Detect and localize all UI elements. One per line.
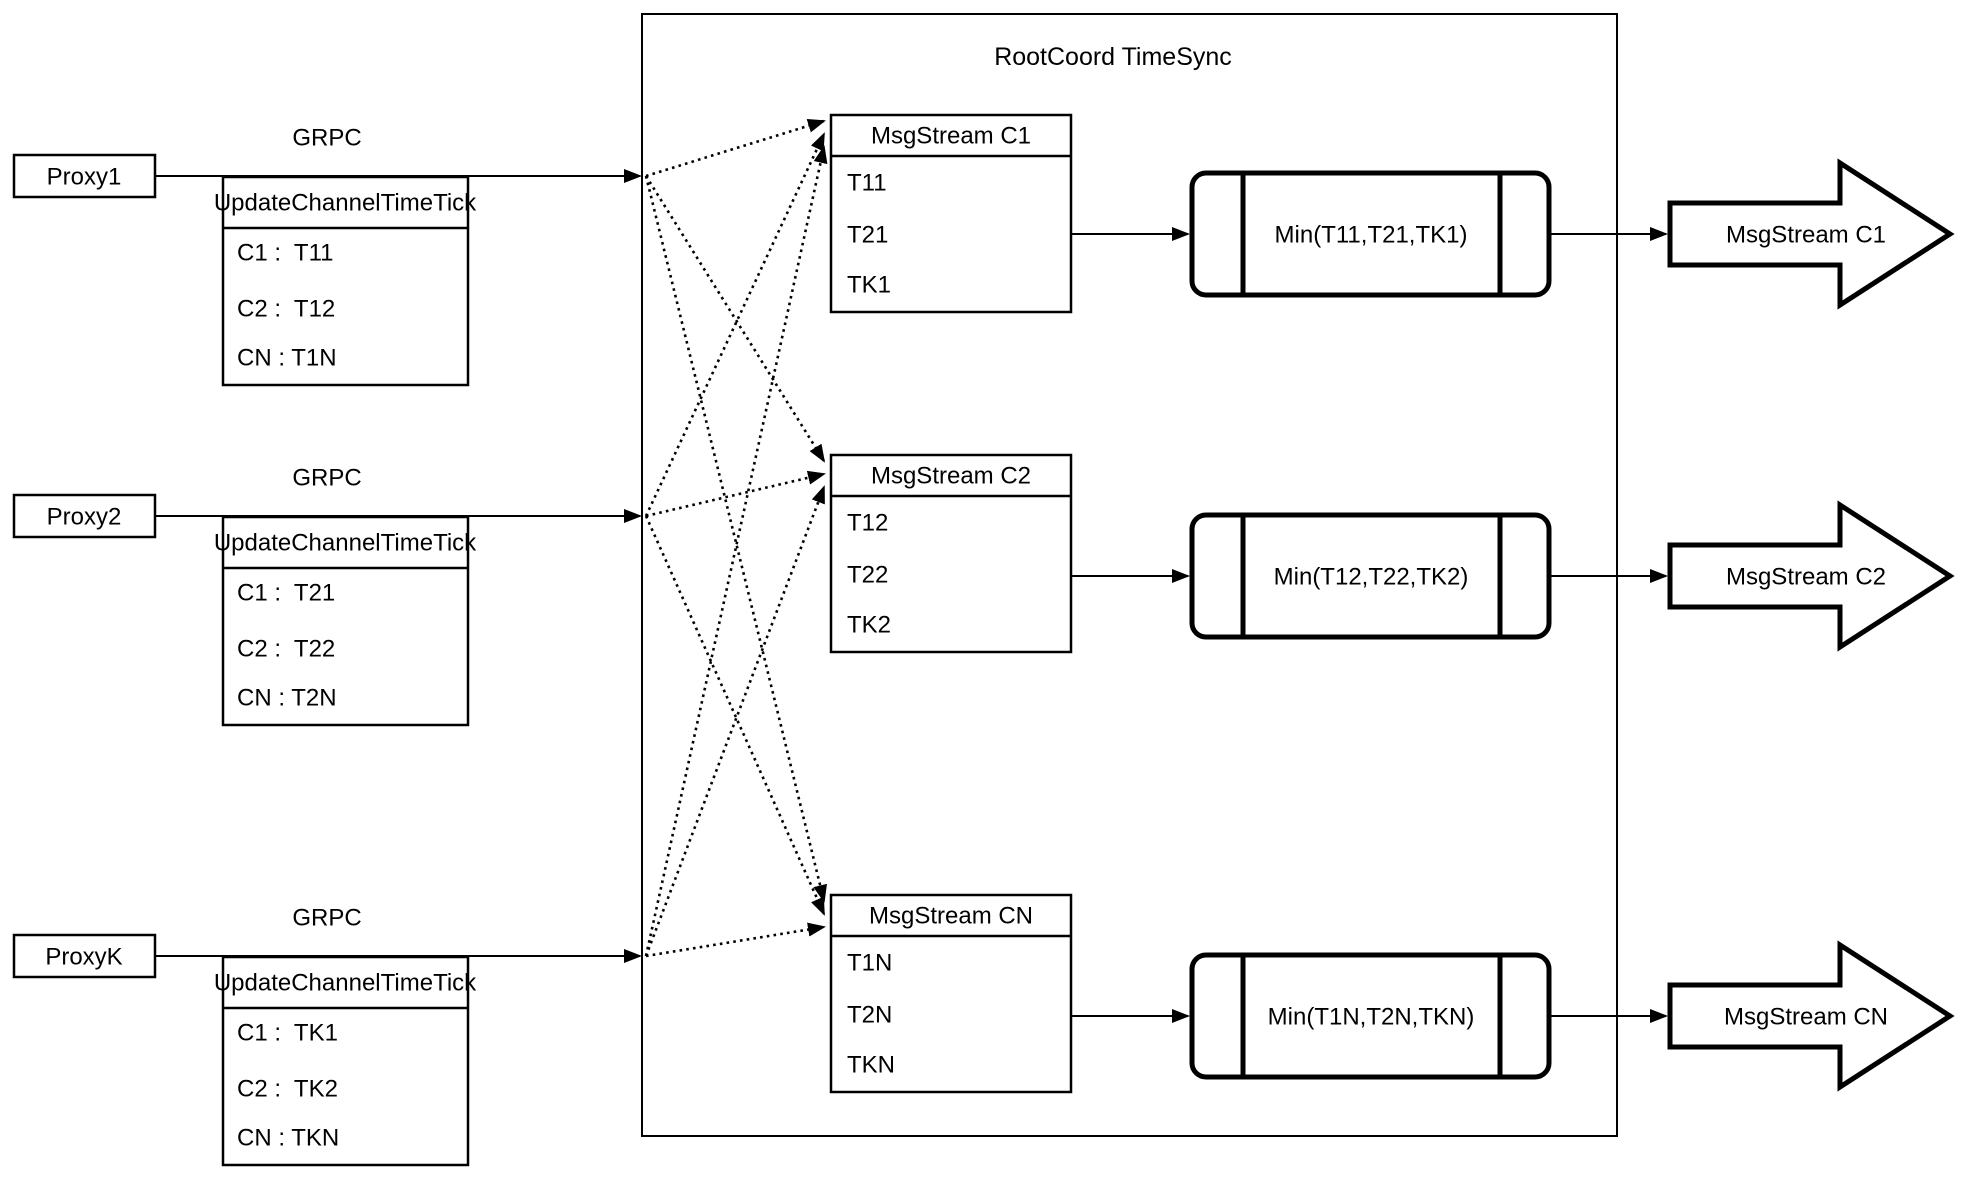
proxy-label: ProxyK xyxy=(45,944,122,971)
update-channel-timetick-table: UpdateChannelTimeTick C1 : TK1 C2 : TK2 … xyxy=(214,955,477,1167)
block-arrow-shape xyxy=(1667,500,1955,652)
request-table-border xyxy=(221,955,470,1167)
request-entry: C1 : TK1 xyxy=(237,1020,338,1047)
request-entry: C2 : T12 xyxy=(237,296,335,323)
dotted-arrow-p2-c2 xyxy=(645,470,826,518)
row-proxy2: Proxy2 GRPC UpdateChannelTimeTick C1 : T… xyxy=(12,453,1955,727)
min-label: Min(T11,T21,TK1) xyxy=(1275,222,1468,249)
request-table-title: UpdateChannelTimeTick xyxy=(214,530,477,557)
output-stream-label: MsgStream C2 xyxy=(1726,564,1886,591)
output-stream-c1: MsgStream C1 xyxy=(1667,158,1955,310)
request-table-border xyxy=(221,515,470,727)
proxy-box xyxy=(12,153,157,199)
protocol-label: GRPC xyxy=(292,125,361,152)
msgstream-table-border xyxy=(829,893,1073,1094)
protocol-label: GRPC xyxy=(292,465,361,492)
dotted-arrow-p1-c1 xyxy=(645,119,826,178)
protocol-label: GRPC xyxy=(292,905,361,932)
rootcoord-title: RootCoord TimeSync xyxy=(994,43,1232,71)
output-stream-label: MsgStream CN xyxy=(1724,1004,1888,1031)
update-channel-timetick-table: UpdateChannelTimeTick C1 : T21 C2 : T22 … xyxy=(214,515,477,727)
request-table-border xyxy=(221,175,470,387)
msgstream-table-border xyxy=(829,113,1073,314)
request-entry: CN : TKN xyxy=(237,1125,339,1152)
output-stream-c2: MsgStream C2 xyxy=(1667,500,1955,652)
proxy-box xyxy=(12,933,157,979)
request-entry: CN : T1N xyxy=(237,345,337,372)
output-stream-label: MsgStream C1 xyxy=(1726,222,1886,249)
tick-value: T1N xyxy=(847,950,892,977)
msgstream-table-title: MsgStream C1 xyxy=(871,123,1031,150)
row-proxyk: ProxyK GRPC UpdateChannelTimeTick C1 : T… xyxy=(12,893,1955,1167)
msgstream-table-title: MsgStream CN xyxy=(869,903,1033,930)
proxy-box xyxy=(12,493,157,539)
request-table-title: UpdateChannelTimeTick xyxy=(214,970,477,997)
tick-value: TK1 xyxy=(847,272,891,299)
min-reducer-cn: Min(T1N,T2N,TKN) xyxy=(1189,952,1552,1080)
msgstream-table-cn: MsgStream CN T1N T2N TKN xyxy=(829,893,1073,1094)
tick-value: T11 xyxy=(847,170,887,197)
block-arrow-shape xyxy=(1667,158,1955,310)
request-entry: CN : T2N xyxy=(237,685,337,712)
dotted-arrow-pk-c2 xyxy=(644,485,826,957)
proxy-label: Proxy2 xyxy=(47,504,122,531)
min-reducer-c2: Min(T12,T22,TK2) xyxy=(1189,512,1552,640)
tick-value: T2N xyxy=(847,1002,892,1029)
update-channel-timetick-table: UpdateChannelTimeTick C1 : T11 C2 : T12 … xyxy=(214,175,477,387)
request-entry: C2 : TK2 xyxy=(237,1076,338,1103)
tick-value: T22 xyxy=(847,562,888,589)
block-arrow-shape xyxy=(1667,940,1955,1092)
tick-value: T21 xyxy=(847,222,888,249)
dotted-arrow-p2-c1 xyxy=(644,132,826,517)
request-table-title: UpdateChannelTimeTick xyxy=(214,190,477,217)
min-label: Min(T12,T22,TK2) xyxy=(1274,564,1469,591)
fanout-dotted-arrows xyxy=(644,119,828,958)
msgstream-table-c2: MsgStream C2 T12 T22 TK2 xyxy=(829,453,1073,654)
dotted-arrow-p1-c2 xyxy=(644,175,826,463)
dotted-arrow-p2-cn xyxy=(644,515,826,916)
tick-value: TK2 xyxy=(847,612,891,639)
proxy-label: Proxy1 xyxy=(47,164,122,191)
msgstream-table-border xyxy=(829,453,1073,654)
dotted-arrow-pk-c1 xyxy=(644,145,828,957)
request-entry: C2 : T22 xyxy=(237,636,335,663)
tick-value: TKN xyxy=(847,1052,895,1079)
tick-value: T12 xyxy=(847,510,888,537)
min-label: Min(T1N,T2N,TKN) xyxy=(1268,1004,1475,1031)
output-stream-cn: MsgStream CN xyxy=(1667,940,1955,1092)
request-entry: C1 : T11 xyxy=(237,240,334,267)
min-reducer-c1: Min(T11,T21,TK1) xyxy=(1189,170,1552,298)
dotted-arrow-pk-cn xyxy=(645,922,826,958)
request-entry: C1 : T21 xyxy=(237,580,335,607)
row-proxy1: Proxy1 GRPC UpdateChannelTimeTick C1 : T… xyxy=(12,113,1955,387)
msgstream-table-c1: MsgStream C1 T11 T21 TK1 xyxy=(829,113,1073,314)
dotted-arrow-p1-cn xyxy=(644,175,827,903)
msgstream-table-title: MsgStream C2 xyxy=(871,463,1031,490)
